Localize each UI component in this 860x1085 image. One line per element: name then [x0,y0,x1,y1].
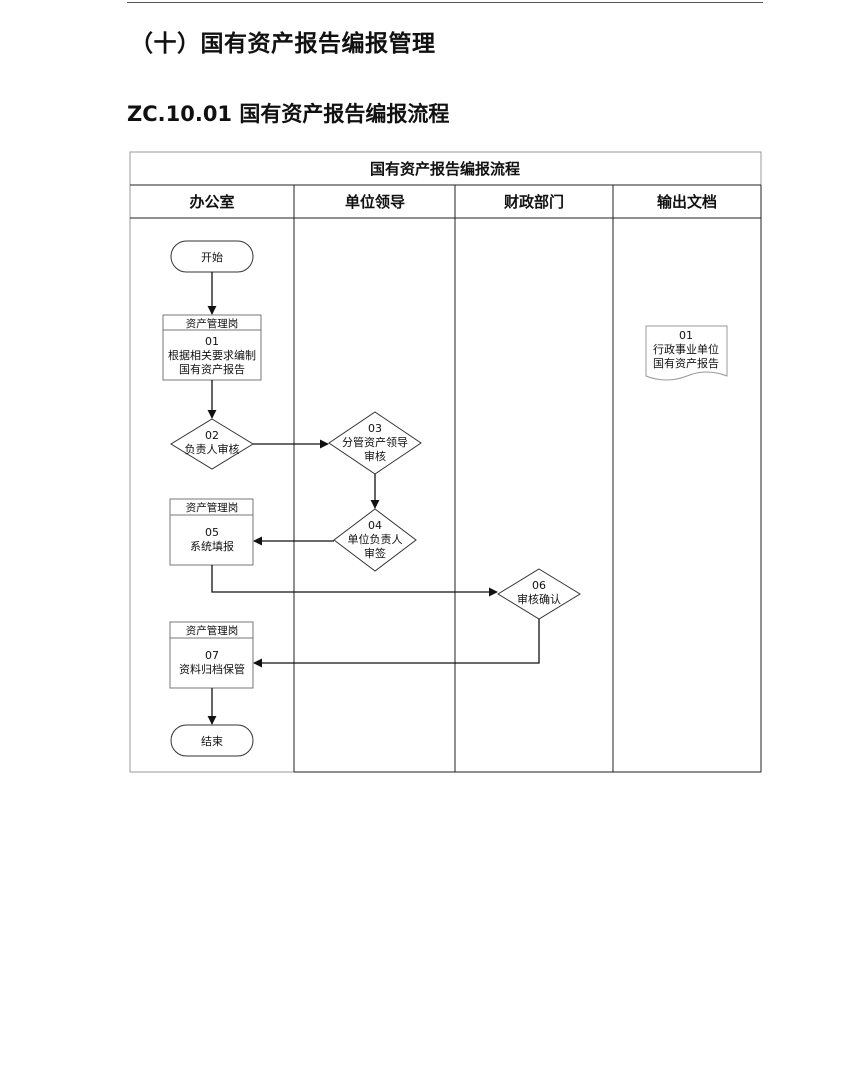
output-document-01: 01 行政事业单位 国有资产报告 [645,325,728,381]
step-07-box: 资产管理岗 07 资料归档保管 [169,621,254,689]
step-04-decision: 04 单位负责人 审签 [333,508,417,572]
step-06-number: 06 [532,579,546,592]
step-04-line2: 审签 [364,546,386,560]
step-01-number: 01 [205,335,219,348]
step-02-number: 02 [205,429,219,442]
step-03-line2: 审核 [364,449,386,463]
process-heading: ZC.10.01 国有资产报告编报流程 [127,102,450,126]
step-05-role: 资产管理岗 [186,501,239,514]
lane-header-unit-leader: 单位领导 [345,193,405,211]
step-01-line2: 国有资产报告 [179,362,245,376]
lane-header-office: 办公室 [189,193,234,211]
step-03-line1: 分管资产领导 [342,435,408,449]
doc-01-number: 01 [679,329,693,342]
end-node: 结束 [170,724,254,757]
arrow-05-to-06 [211,565,498,597]
lane-header-output-docs: 输出文档 [657,193,717,211]
step-06-line1: 审核确认 [517,592,561,606]
doc-01-line1: 行政事业单位 [653,342,719,356]
step-07-role: 资产管理岗 [186,624,239,637]
step-07-line1: 资料归档保管 [179,662,245,676]
arrow-06-to-07 [253,619,540,668]
flowchart-frame [129,151,762,773]
end-label: 结束 [201,735,223,748]
step-05-box: 资产管理岗 05 系统填报 [169,498,254,566]
step-01-role: 资产管理岗 [186,317,239,330]
step-02-decision: 02 负责人审核 [170,418,254,470]
step-01-line1: 根据相关要求编制 [168,348,256,362]
step-04-number: 04 [368,519,382,532]
start-node: 开始 [170,240,254,273]
doc-01-line2: 国有资产报告 [653,356,719,370]
step-01-box: 资产管理岗 01 根据相关要求编制 国有资产报告 [162,314,262,381]
lane-header-finance-dept: 财政部门 [504,193,564,211]
step-06-decision: 06 审核确认 [497,568,581,620]
start-label: 开始 [201,250,223,264]
step-03-decision: 03 分管资产领导 审核 [328,411,422,475]
step-03-number: 03 [368,422,382,435]
step-05-line1: 系统填报 [190,539,234,553]
flowchart-title: 国有资产报告编报流程 [370,160,520,178]
section-heading: （十）国有资产报告编报管理 [130,31,436,57]
step-04-line1: 单位负责人 [348,532,403,546]
step-07-number: 07 [205,649,219,662]
step-02-line1: 负责人审核 [185,442,240,456]
step-05-number: 05 [205,526,219,539]
top-rule [127,2,763,3]
